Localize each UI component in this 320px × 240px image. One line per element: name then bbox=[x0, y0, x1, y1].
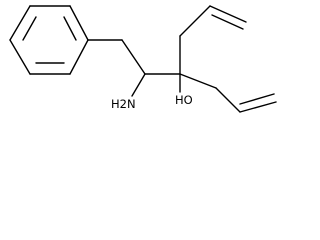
ring-double-bond-a bbox=[22, 16, 37, 41]
ring-bond-6 bbox=[9, 39, 31, 75]
bond-chn-to-amine bbox=[131, 73, 146, 97]
ring-bond-4 bbox=[69, 39, 89, 75]
carbon-chain bbox=[87, 39, 181, 97]
ring-double-bond-b bbox=[63, 16, 77, 41]
bond-lower-ch2-to-ch bbox=[215, 87, 241, 113]
bond-quaternary-to-lower-ch2 bbox=[179, 73, 217, 89]
ring-bond-3 bbox=[69, 5, 89, 41]
bond-upper-ch-to-ch2 bbox=[209, 5, 247, 23]
bond-upper-ch2-to-ch bbox=[179, 5, 211, 37]
lower-allyl-group bbox=[179, 73, 277, 113]
molecule-structure: H2N HO bbox=[9, 5, 277, 113]
hydroxyl-label: HO bbox=[175, 93, 193, 107]
upper-allyl-group bbox=[179, 5, 247, 75]
bond-lower-ch-to-ch2 bbox=[239, 101, 277, 113]
upper-double-bond bbox=[211, 14, 244, 30]
benzene-ring bbox=[9, 5, 89, 75]
ring-bond-1 bbox=[9, 5, 31, 41]
bond-ch2-to-chn bbox=[121, 39, 146, 75]
lower-double-bond bbox=[239, 93, 275, 105]
amine-label: H2N bbox=[111, 97, 136, 111]
